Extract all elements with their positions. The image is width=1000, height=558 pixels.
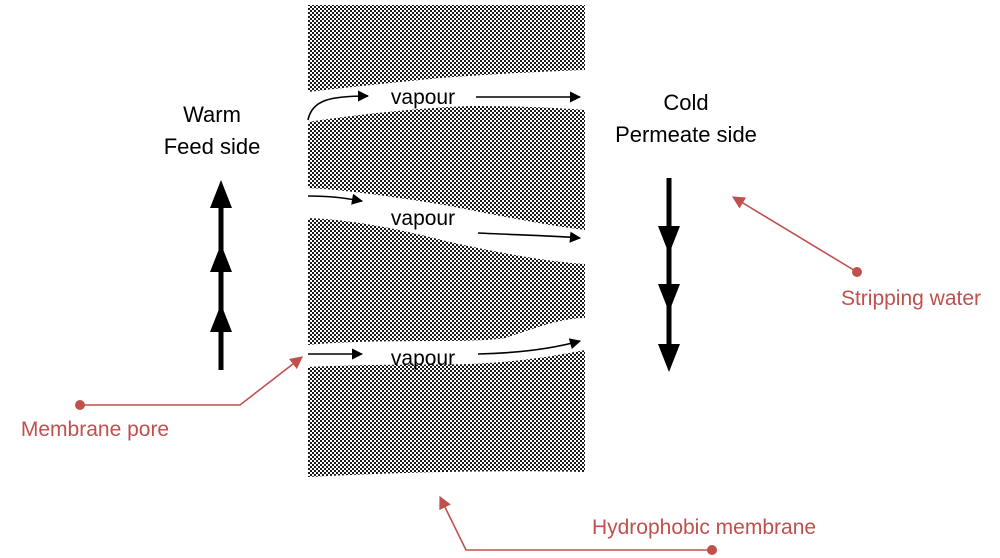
- membrane-segment-lower-middle: [308, 218, 585, 345]
- feed-flow-arrowhead-3: [210, 304, 232, 332]
- pore-arrow-2-entry: [307, 193, 364, 205]
- pore-arrow-2-exit: [477, 231, 582, 243]
- callout-dot-hydrophobic-membrane: [707, 545, 717, 555]
- membrane-segment-upper-middle: [308, 106, 585, 230]
- feed-side-label-warm: Warm: [183, 102, 241, 127]
- permeate-side-label: Permeate side: [615, 122, 757, 147]
- permeate-side-label-cold: Cold: [663, 90, 708, 115]
- callout-line-hydrophobic-membrane: [439, 495, 712, 551]
- hydrophobic-membrane: [308, 5, 585, 477]
- callout-dot-stripping-water: [852, 267, 862, 277]
- feed-flow-arrowhead-2: [210, 244, 232, 272]
- permeate-flow-arrowhead-3: [658, 344, 680, 372]
- callout-stripping-water: Stripping water: [731, 196, 981, 310]
- callout-dot-membrane-pore: [75, 400, 85, 410]
- permeate-flow-down-arrows: [658, 178, 680, 372]
- feed-flow-up-arrows: [210, 180, 232, 370]
- permeate-flow-arrowhead-1: [658, 226, 680, 254]
- callout-label-stripping-water: Stripping water: [841, 287, 981, 310]
- callout-line-membrane-pore: [80, 356, 304, 406]
- feed-flow-arrowhead-1: [210, 180, 232, 208]
- pore-flow-arrows: [307, 90, 582, 360]
- membrane-segment-top: [308, 5, 585, 92]
- permeate-flow-arrowhead-2: [658, 284, 680, 312]
- callout-hydrophobic-membrane: Hydrophobic membrane: [439, 495, 816, 555]
- vapour-label-1: vapour: [391, 86, 455, 109]
- pore-arrow-3-exit: [477, 338, 582, 355]
- callout-line-stripping-water: [731, 196, 858, 273]
- callout-label-membrane-pore: Membrane pore: [21, 418, 169, 441]
- feed-side-label: Feed side: [164, 134, 261, 159]
- callout-label-hydrophobic-membrane: Hydrophobic membrane: [592, 516, 816, 539]
- callout-membrane-pore: Membrane pore: [21, 356, 304, 441]
- pore-arrow-1-entry: [307, 90, 370, 121]
- vapour-label-3: vapour: [391, 347, 455, 370]
- vapour-label-2: vapour: [391, 207, 455, 230]
- membrane-segment-bottom: [308, 350, 585, 477]
